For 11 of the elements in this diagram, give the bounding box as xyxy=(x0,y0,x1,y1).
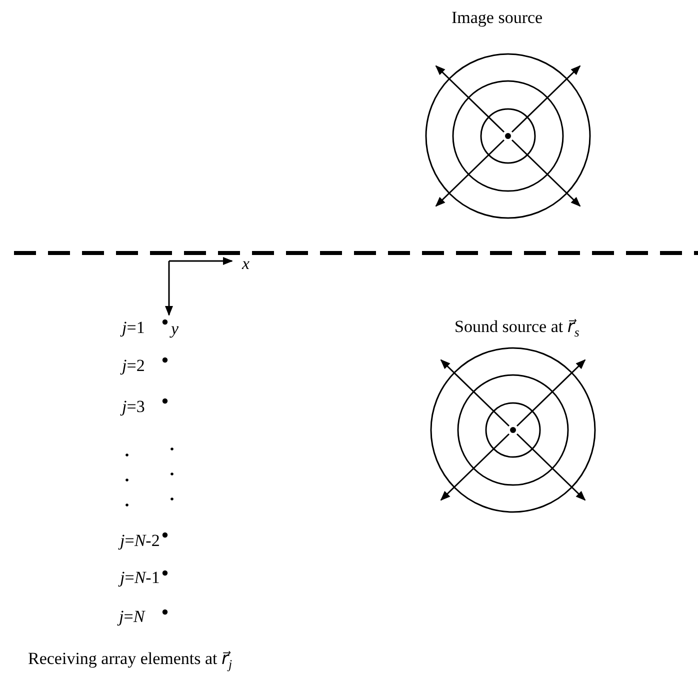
element-index-label: j=N xyxy=(119,608,145,626)
source-label: Image source xyxy=(452,8,543,28)
axis-label: y xyxy=(171,320,179,338)
element-index-label: j=N-1 xyxy=(120,568,160,588)
element-index-label: j=2 xyxy=(122,356,145,376)
element-index-label: j=1 xyxy=(122,318,145,338)
source-label: Sound source at r⃗$_{s}$ xyxy=(454,318,580,339)
element-index-label: j=3 xyxy=(122,398,145,416)
element-index-label: j=N-2 xyxy=(120,532,160,550)
array-caption: Receiving array elements at r⃗$_{j}$ xyxy=(28,650,232,671)
axis-label: x xyxy=(242,254,250,274)
